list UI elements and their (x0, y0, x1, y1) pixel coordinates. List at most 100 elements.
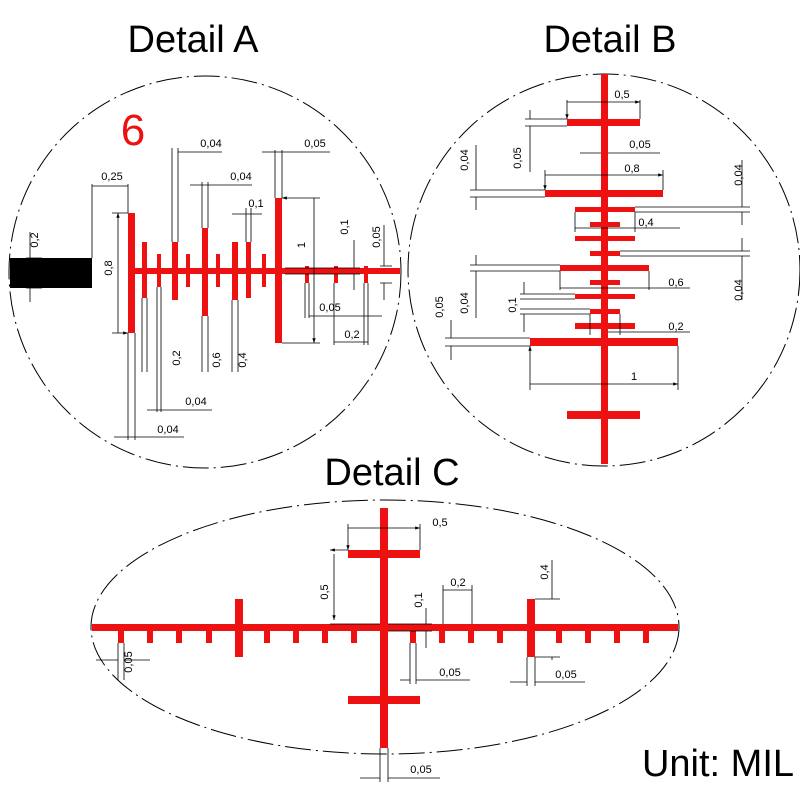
tick-small (556, 631, 562, 643)
tick-small (118, 631, 124, 643)
dim-line (525, 110, 567, 172)
dim-0-04-bottom-1: 0,04 (185, 396, 206, 408)
tick-small (364, 266, 368, 283)
tick-minor (216, 254, 220, 287)
tick-minor (262, 254, 266, 287)
tick-0-4 (232, 242, 238, 300)
dim-0-2-bottom: 0,2 (171, 350, 183, 365)
bar-0-4 (575, 207, 635, 212)
dim-line (112, 213, 128, 333)
dim-0-05-right-1: 0,05 (629, 139, 650, 151)
dim-0-04-left-2: 0,04 (459, 292, 471, 313)
dim-line (190, 182, 252, 228)
dim-line (360, 748, 440, 782)
dim-0-05-middle: 0,05 (439, 667, 460, 679)
vertical-stadia (380, 508, 388, 748)
unit-label: Unit: MIL (642, 743, 794, 785)
dim-line (171, 148, 222, 242)
dim-line (96, 643, 150, 680)
dim-line (262, 150, 330, 198)
bar-0-2 (590, 309, 620, 314)
dim-line (545, 170, 663, 190)
dim-0-2-post: 0,2 (29, 232, 41, 247)
tick-0-4-left (235, 599, 243, 657)
tick-minor (246, 242, 251, 298)
bar-0-5-bottom (567, 411, 640, 419)
dim-line (285, 240, 360, 290)
tick-small (305, 266, 309, 283)
dim-0-2: 0,2 (450, 577, 465, 589)
dim-0-05-top: 0,05 (304, 138, 325, 150)
dim-line (635, 160, 750, 225)
tick-small (264, 631, 270, 643)
dim-line (282, 198, 320, 343)
dim-0-5-left: 0,5 (319, 584, 331, 599)
dim-0-05-bottom: 0,05 (319, 302, 340, 314)
bar-0-5-top (567, 119, 640, 126)
dim-line (559, 271, 690, 290)
tick-0-4-right (527, 599, 535, 657)
dim-0-04-top-2: 0,04 (230, 171, 251, 183)
dim-line (620, 238, 750, 300)
dim-0-05-left-1: 0,05 (512, 147, 524, 168)
tick-minor (142, 242, 147, 298)
tick-small (468, 631, 474, 643)
bar-0-5-bottom (348, 696, 420, 704)
tick-small (334, 266, 338, 283)
dim-0-5-top: 0,5 (614, 89, 629, 101)
dim-0-6: 0,6 (211, 352, 223, 367)
dim-0-04-left-1: 0,04 (459, 149, 471, 170)
bar-0-2 (590, 280, 620, 285)
detail-c-title: Detail C (324, 452, 459, 494)
dim-line (232, 208, 262, 242)
dim-0-2-bottom-right: 0,2 (344, 329, 359, 341)
dim-0-1-right: 0,1 (339, 219, 351, 234)
dim-0-05-left-2: 0,05 (434, 296, 446, 317)
dim-line (380, 225, 392, 300)
tick-small (176, 631, 182, 643)
dim-0-1: 0,1 (413, 592, 425, 607)
detail-c: 0,5 0,5 0,1 0,2 0,4 0,05 0,05 0,05 0,05 (90, 499, 680, 782)
dim-0-1: 0,1 (248, 198, 263, 210)
dim-0-05-left: 0,05 (123, 651, 135, 672)
tick-small (293, 631, 299, 643)
dim-0-04-right-1: 0,04 (733, 164, 745, 185)
dim-0-25: 0,25 (101, 171, 122, 183)
tick-small (351, 631, 357, 643)
dim-0-05-right: 0,05 (371, 226, 383, 247)
dim-line (114, 333, 184, 440)
dim-1: 1 (631, 371, 637, 383)
dim-0-4: 0,4 (638, 217, 653, 229)
dim-0-04-right-2: 0,04 (733, 279, 745, 300)
bar-0-4 (575, 294, 635, 299)
dim-0-4: 0,4 (237, 352, 249, 367)
tick-small (585, 631, 591, 643)
dim-line (589, 314, 690, 335)
dim-line (445, 320, 530, 360)
dim-line (348, 524, 420, 550)
dim-0-5-top: 0,5 (432, 517, 447, 529)
tick-minor (186, 254, 190, 287)
tick-small (147, 631, 153, 643)
dim-line (470, 145, 545, 210)
bar-0-4 (575, 323, 635, 329)
dim-line (26, 232, 42, 302)
dim-line (535, 560, 560, 660)
detail-c-outline (90, 499, 680, 755)
dim-0-04-top-1: 0,04 (200, 138, 221, 150)
tick-small (614, 631, 620, 643)
dim-0-2: 0,2 (668, 321, 683, 333)
bar-1-0 (530, 338, 678, 346)
dim-line (567, 100, 640, 119)
dim-0-6: 0,6 (668, 277, 683, 289)
tick-small (206, 631, 212, 643)
tick-small (322, 631, 328, 643)
dim-0-8: 0,8 (103, 260, 115, 275)
dim-line (330, 550, 380, 624)
dim-0-4: 0,4 (539, 564, 551, 579)
detail-a-outline (8, 75, 402, 469)
tick-minor (172, 242, 178, 300)
dim-line (470, 255, 560, 318)
tick-small (410, 631, 416, 643)
tick-0-8 (128, 213, 135, 333)
